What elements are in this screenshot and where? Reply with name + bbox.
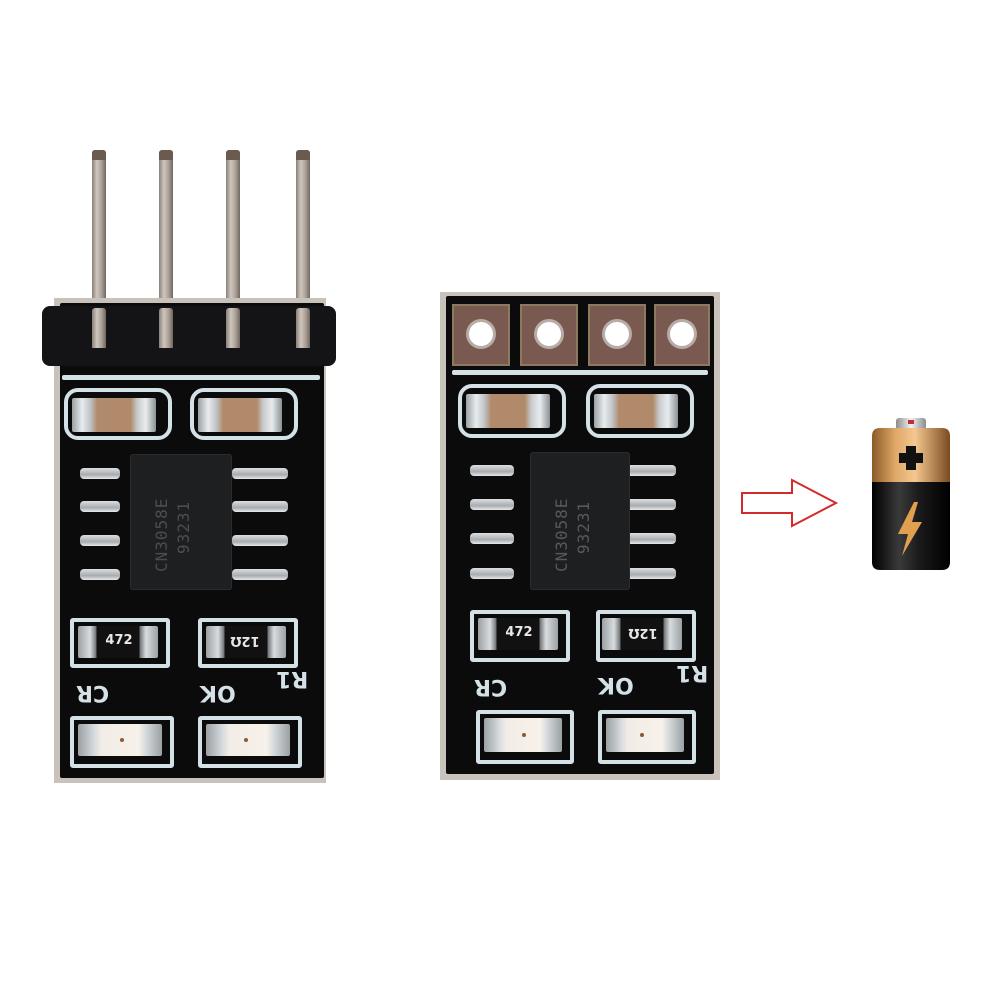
resistor-outline-left (70, 618, 170, 668)
led-outline-cr (476, 710, 574, 764)
ic-lead (80, 535, 120, 546)
cap-outline-right (586, 384, 694, 438)
resistor-right-label: 12Ω (230, 633, 260, 648)
ic-lead (80, 468, 120, 479)
ic-lead (470, 499, 514, 510)
resistor-left (478, 618, 558, 650)
led-outline-ok (598, 710, 696, 764)
right-arrow-icon (740, 478, 840, 528)
ic-lead (626, 499, 676, 510)
silk-r1: R1 (676, 660, 709, 685)
ic-lead (626, 568, 676, 579)
ic-marking-1: CN3058E (152, 497, 171, 572)
ic-marking-2: 93231 (174, 500, 193, 554)
cap-outline-left (64, 388, 172, 440)
resistor-outline-right (198, 618, 298, 668)
pin-base-4 (296, 308, 310, 348)
ic-chip: CN3058E 93231 (130, 454, 232, 590)
ic-lead (80, 501, 120, 512)
resistor-left (78, 626, 158, 658)
ic-lead (626, 533, 676, 544)
header-pin-4 (296, 150, 310, 340)
silk-divider (452, 370, 708, 375)
cap-outline-right (190, 388, 298, 440)
capacitor-right (594, 394, 678, 428)
resistor-right (206, 626, 286, 658)
battery-charging-icon (868, 418, 954, 579)
silk-ok: OK (598, 672, 634, 697)
solder-pad-1 (452, 304, 510, 366)
capacitor-right (198, 398, 282, 432)
pin-base-2 (159, 308, 173, 348)
cap-outline-left (458, 384, 566, 438)
ic-chip: CN3058E 93231 (530, 452, 630, 590)
ic-lead (626, 465, 676, 476)
led-outline-cr (70, 716, 174, 768)
ic-lead (470, 533, 514, 544)
silk-ok: OK (200, 680, 236, 705)
ic-lead (470, 465, 514, 476)
pin-base-3 (226, 308, 240, 348)
resistor-outline-right (596, 610, 696, 662)
header-pin-2 (159, 150, 173, 340)
pin-base-1 (92, 308, 106, 348)
solder-pad-2 (520, 304, 578, 366)
header-pin-3 (226, 150, 240, 340)
ic-lead (232, 569, 288, 580)
led-cr (78, 724, 162, 756)
ic-marking-2: 93231 (574, 500, 593, 554)
silk-cr: CR (76, 680, 110, 705)
silk-r1: R1 (276, 666, 309, 691)
ic-lead (470, 568, 514, 579)
resistor-right (602, 618, 682, 650)
header-plastic (42, 306, 336, 366)
led-ok (206, 724, 290, 756)
solder-pad-4 (654, 304, 710, 366)
solder-pad-3 (588, 304, 646, 366)
resistor-outline-left (470, 610, 570, 662)
led-cr (484, 718, 562, 752)
led-ok (606, 718, 684, 752)
header-pin-1 (92, 150, 106, 340)
resistor-left-label: 472 (505, 625, 533, 640)
resistor-left-label: 472 (105, 633, 133, 648)
module-right: CN3058E 93231 472 12Ω CR OK R1 (440, 292, 720, 780)
ic-lead (232, 535, 288, 546)
ic-marking-1: CN3058E (552, 497, 571, 572)
silk-divider (62, 375, 320, 380)
ic-lead (232, 501, 288, 512)
capacitor-left (72, 398, 156, 432)
led-outline-ok (198, 716, 302, 768)
ic-lead (232, 468, 288, 479)
resistor-right-label: 12Ω (628, 625, 658, 640)
ic-lead (80, 569, 120, 580)
silk-cr: CR (474, 674, 508, 699)
module-left: CN3058E 93231 472 12Ω CR OK R1 (40, 148, 340, 788)
capacitor-left (466, 394, 550, 428)
